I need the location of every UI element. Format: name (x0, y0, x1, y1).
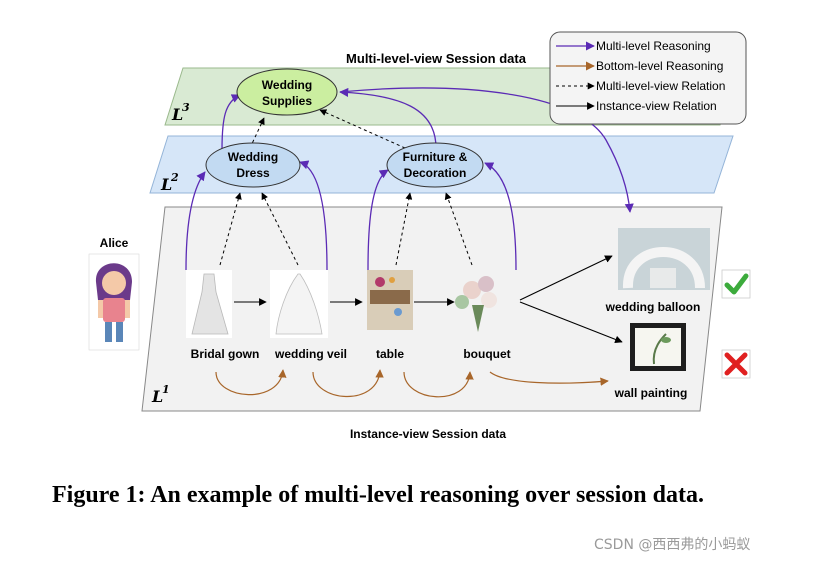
node-label-line1: Wedding (262, 78, 312, 92)
node-label-line1: Wedding (228, 150, 278, 164)
node-label-line1: Furniture & (403, 150, 468, 164)
instance-relations (234, 255, 623, 344)
legend-label: Bottom-level Reasoning (596, 59, 723, 73)
bottom-level-reasoning (215, 369, 609, 398)
node-wedding-supplies: Wedding Supplies (236, 68, 338, 116)
item-table-image (367, 270, 413, 330)
cross-icon (721, 349, 751, 379)
item-bouquet-image (455, 276, 497, 332)
level-number: 2 (170, 171, 179, 184)
item-wedding-veil-image (270, 270, 328, 338)
node-label-line2: Supplies (262, 94, 312, 108)
candidate-painting-image (630, 323, 686, 371)
level-letter: L (160, 175, 172, 194)
level-3-label: L 3 (171, 101, 190, 124)
watermark: CSDN @西西弗的小蚂蚁 (594, 537, 751, 553)
legend-item-instance-view-relation: Instance-view Relation (556, 99, 717, 113)
level-1-label: L 1 (151, 383, 170, 406)
level-letter: L (151, 387, 163, 406)
legend-label: Multi-level-view Relation (596, 79, 725, 93)
legend-item-multi-level-reasoning: Multi-level Reasoning (556, 39, 711, 53)
level-1-plane (141, 206, 723, 412)
item-bridal-gown-image (186, 270, 232, 338)
candidate-label-painting: wall painting (614, 386, 688, 400)
level-number: 3 (182, 101, 190, 114)
item-label-wedding-veil: wedding veil (274, 347, 347, 361)
item-label-bouquet: bouquet (463, 347, 510, 361)
level-letter: L (171, 105, 183, 124)
candidate-balloon-image (618, 228, 710, 290)
level-number: 1 (162, 383, 170, 396)
multi-level-relations (219, 109, 473, 266)
legend-item-multi-level-view-relation: Multi-level-view Relation (556, 79, 725, 93)
legend: Multi-level Reasoning Bottom-level Reaso… (549, 31, 747, 125)
node-label-line2: Decoration (404, 166, 467, 180)
reasoning-diagram: Multi-level-view Session data Instance-v… (88, 31, 751, 441)
node-furniture-decoration: Furniture & Decoration (386, 142, 484, 188)
checkmark-icon (721, 269, 751, 299)
node-wedding-dress: Wedding Dress (205, 142, 301, 188)
top-title: Multi-level-view Session data (346, 51, 527, 66)
legend-label: Instance-view Relation (596, 99, 717, 113)
person-icon (88, 253, 140, 351)
node-label-line2: Dress (236, 166, 270, 180)
candidate-label-balloon: wedding balloon (605, 300, 701, 314)
user-name: Alice (100, 236, 129, 250)
item-label-bridal-gown: Bridal gown (191, 347, 260, 361)
item-label-table: table (376, 347, 404, 361)
legend-item-bottom-level-reasoning: Bottom-level Reasoning (556, 59, 723, 73)
figure-caption: Figure 1: An example of multi-level reas… (52, 482, 704, 508)
legend-label: Multi-level Reasoning (596, 39, 711, 53)
level-2-label: L 2 (160, 171, 179, 194)
bottom-title: Instance-view Session data (350, 427, 506, 441)
